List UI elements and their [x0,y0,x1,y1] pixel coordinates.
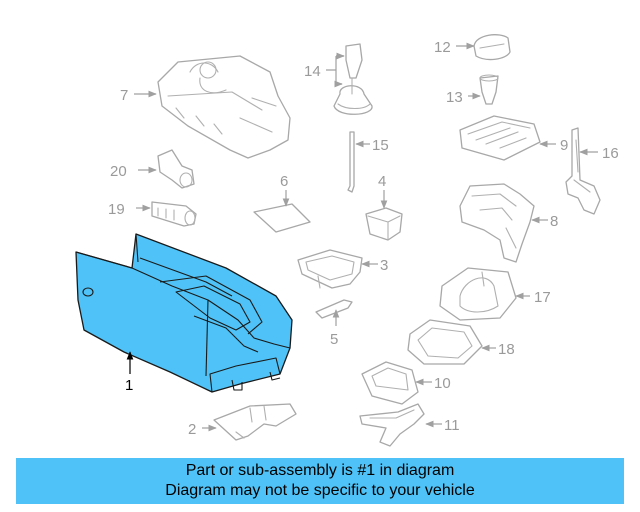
part-14-shift-lever [333,43,373,115]
leader-14 [326,55,344,85]
part-15-rod [347,131,355,193]
part-18-trim-frame [407,319,483,365]
part-1-center-console [75,233,293,393]
callout-1: 1 [125,377,133,394]
part-17-shift-boot [439,267,517,321]
callout-5: 5 [330,331,338,348]
part-8-shifter-plate [459,183,535,263]
part-9-indicator-bezel [459,115,541,161]
part-16-shifter-bracket [565,127,601,215]
part-3-storage-tray [297,249,363,289]
part-10-small-bezel [361,361,419,405]
callout-14: 14 [304,63,321,80]
callout-16: 16 [602,145,619,162]
part-5-clip [315,299,353,319]
callout-8: 8 [550,213,558,230]
part-4-cup-holder [365,207,403,241]
banner-line-1: Part or sub-assembly is #1 in diagram [185,462,455,479]
part-7-shifter-housing [157,55,291,159]
part-12-shift-knob [473,34,511,61]
callout-2: 2 [188,421,196,438]
callout-10: 10 [434,375,451,392]
callout-18: 18 [498,341,515,358]
callout-15: 15 [372,137,389,154]
callout-11: 11 [444,417,460,434]
part-19-power-outlet [151,201,197,227]
callout-19: 19 [108,201,125,218]
part-2-mounting-bracket [213,403,297,441]
callout-13: 13 [446,89,463,106]
callout-7: 7 [120,87,128,104]
parts-diagram: 7 14 12 13 15 9 16 [75,34,619,447]
info-banner: Part or sub-assembly is #1 in diagram Di… [16,458,624,504]
part-11-bracket [359,403,425,447]
callout-12: 12 [434,39,451,56]
part-13-knob-insert [479,74,499,105]
callout-3: 3 [380,257,388,274]
part-20-connector [157,149,195,189]
part-6-pad [253,203,311,233]
callout-4: 4 [378,173,386,190]
callout-9: 9 [560,137,568,154]
callout-6: 6 [280,173,288,190]
callout-20: 20 [110,163,127,180]
callout-17: 17 [534,289,551,306]
banner-line-2: Diagram may not be specific to your vehi… [165,482,475,499]
